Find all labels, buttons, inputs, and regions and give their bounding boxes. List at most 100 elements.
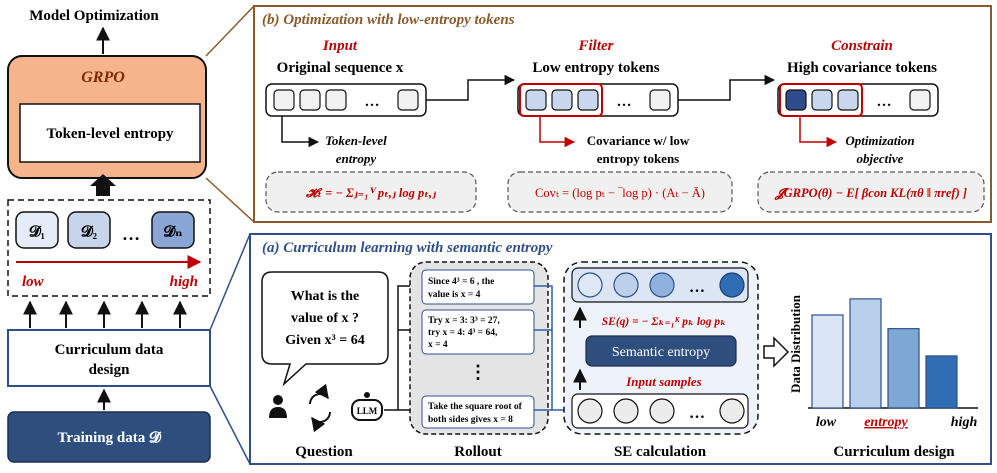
panel-b: (b) Optimization with low-entropy tokens… xyxy=(253,5,992,223)
thick-up-arrow xyxy=(90,174,116,196)
constrain-formula: 𝓙GRPO(θ) − E[ βcon KL(πθ ‖ πref) ] xyxy=(774,186,967,201)
chart-bars xyxy=(811,298,958,409)
constrain-step-line1: Optimization xyxy=(845,133,914,148)
input-ellipsis: … xyxy=(365,94,380,110)
constrain-step-arrow xyxy=(799,116,838,148)
filter-highlight xyxy=(519,83,603,117)
question-line1: What is the xyxy=(291,289,359,304)
se-output-ellipsis: … xyxy=(689,279,705,296)
token-entropy-label: Token-level entropy xyxy=(46,126,174,142)
chart-bar-4 xyxy=(925,355,958,409)
user-icon xyxy=(269,395,287,418)
filter-step-line2: entropy tokens xyxy=(597,151,679,166)
filter-ellipsis: … xyxy=(617,94,632,110)
input-step-line1: Token-level xyxy=(325,133,387,148)
curriculum-data-box xyxy=(7,329,211,387)
rollout-dots: ⋮ xyxy=(469,362,487,382)
llm-label: LLM xyxy=(357,406,378,416)
curriculum-chart: Data Distribution low entropy high Curri… xyxy=(788,294,978,460)
chart-ylabel: Data Distribution xyxy=(788,294,803,393)
dataset-2 xyxy=(67,211,111,249)
llm-icon: LLM xyxy=(351,392,383,421)
connector-grpo-to-panel-b-bottom xyxy=(205,177,255,223)
grpo-label: GRPO xyxy=(81,69,125,86)
connector-grpo-to-panel-b-top xyxy=(205,5,255,57)
rollout-card-1-line2: value is x = 4 xyxy=(428,290,481,300)
rollout-card-3-line1: Take the square root of xyxy=(428,402,523,412)
input-role: Input xyxy=(322,38,358,54)
dataset-1 xyxy=(15,211,59,249)
chart-low-label: low xyxy=(816,415,837,430)
input-step-arrow xyxy=(281,116,320,148)
filter-token-cells xyxy=(525,89,671,111)
arrow-filter-to-constrain xyxy=(678,74,776,101)
input-formula-box xyxy=(265,171,477,213)
datasets-ellipsis: … xyxy=(122,224,140,244)
hollow-arrow xyxy=(763,336,790,368)
high-label: high xyxy=(170,274,198,290)
rollout-card-2-line1: Try x = 3: 3³ = 27, xyxy=(428,316,500,326)
dataset-n-label: 𝓓ₙ xyxy=(163,224,183,240)
rollout-card-3 xyxy=(421,395,535,429)
curriculum-line1: Curriculum data xyxy=(55,342,164,358)
se-caption: SE calculation xyxy=(614,444,707,460)
input-token-cells xyxy=(273,89,419,111)
constrain-highlight xyxy=(779,83,863,117)
connector-curriculum-to-panel-a-bottom xyxy=(209,385,251,465)
panel-a: (a) Curriculum learning with semantic en… xyxy=(249,233,992,465)
up-arrows-row xyxy=(23,300,187,328)
training-data-label: Training data 𝓓 xyxy=(58,430,162,446)
se-input-ellipsis: … xyxy=(689,405,705,422)
chart-bar-1 xyxy=(811,314,844,409)
constrain-formula-box xyxy=(757,171,985,213)
filter-formula-box xyxy=(507,171,733,213)
arrow-input-to-filter xyxy=(426,74,516,101)
chart-entropy-label: entropy xyxy=(864,415,908,430)
filter-title: Low entropy tokens xyxy=(532,60,659,76)
dataset-1-label: 𝓓₁ xyxy=(29,224,45,240)
constrain-ellipsis: … xyxy=(877,94,892,110)
token-entropy-box xyxy=(19,103,201,163)
cycle-icon xyxy=(309,383,331,433)
connector-curriculum-to-panel-a-top xyxy=(209,233,251,331)
rollout-card-2-line2: try x = 4: 4³ = 64, xyxy=(428,328,498,338)
rollout-card-3-line2: both sides gives x = 8 xyxy=(428,415,513,425)
filter-role: Filter xyxy=(577,38,613,54)
rollout-to-se-links xyxy=(534,285,575,415)
constrain-role: Constrain xyxy=(831,38,893,54)
curriculum-line2: design xyxy=(89,362,131,378)
model-optimization-label: Model Optimization xyxy=(29,8,159,24)
question-line2: value of x ? xyxy=(291,311,359,326)
se-formula: SE(q) = − Σₖ₌₁ᴷ pₖ log pₖ xyxy=(602,316,726,328)
question-line3: Given x³ = 64 xyxy=(285,333,364,348)
filter-formula: Covₜ = (log pₜ − ‾log p) · (Aₜ − Ā) xyxy=(535,186,705,200)
chart-bar-3 xyxy=(887,328,920,409)
chart-bar-2 xyxy=(849,298,882,409)
se-output-circles xyxy=(577,272,745,298)
low-label: low xyxy=(22,274,45,290)
se-input-circles xyxy=(577,398,745,424)
input-formula: 𝓗ₜ = − Σⱼ₌₁ⱽ pₜ,ⱼ log pₜ,ⱼ xyxy=(305,186,436,200)
rollout-card-1-line1: Since 4³ = 6 , the xyxy=(428,277,494,287)
constrain-step-line2: objective xyxy=(857,151,904,166)
left-column: Model Optimization GRPO Token-level entr… xyxy=(7,8,211,463)
input-step-line2: entropy xyxy=(336,151,377,166)
semantic-entropy-button xyxy=(585,335,737,367)
question-caption: Question xyxy=(295,444,353,460)
rollout-card-2 xyxy=(421,309,535,355)
rollout-caption: Rollout xyxy=(454,444,502,460)
question-bubble xyxy=(261,271,389,387)
input-samples-label: Input samples xyxy=(625,374,702,389)
curriculum-caption: Curriculum design xyxy=(833,444,955,460)
rollout-card-1 xyxy=(421,269,535,305)
dataset-2-label: 𝓓₂ xyxy=(81,224,98,240)
constrain-title: High covariance tokens xyxy=(787,60,937,76)
semantic-entropy-label: Semantic entropy xyxy=(612,345,710,360)
training-data-box xyxy=(7,411,211,463)
constrain-token-cells xyxy=(785,89,931,111)
panel-a-title: (a) Curriculum learning with semantic en… xyxy=(262,240,553,256)
input-title: Original sequence x xyxy=(277,60,404,76)
panel-b-title: (b) Optimization with low-entropy tokens xyxy=(262,12,515,28)
rollout-card-2-line3: x = 4 xyxy=(428,340,448,350)
filter-step-line1: Covariance w/ low xyxy=(587,133,690,148)
